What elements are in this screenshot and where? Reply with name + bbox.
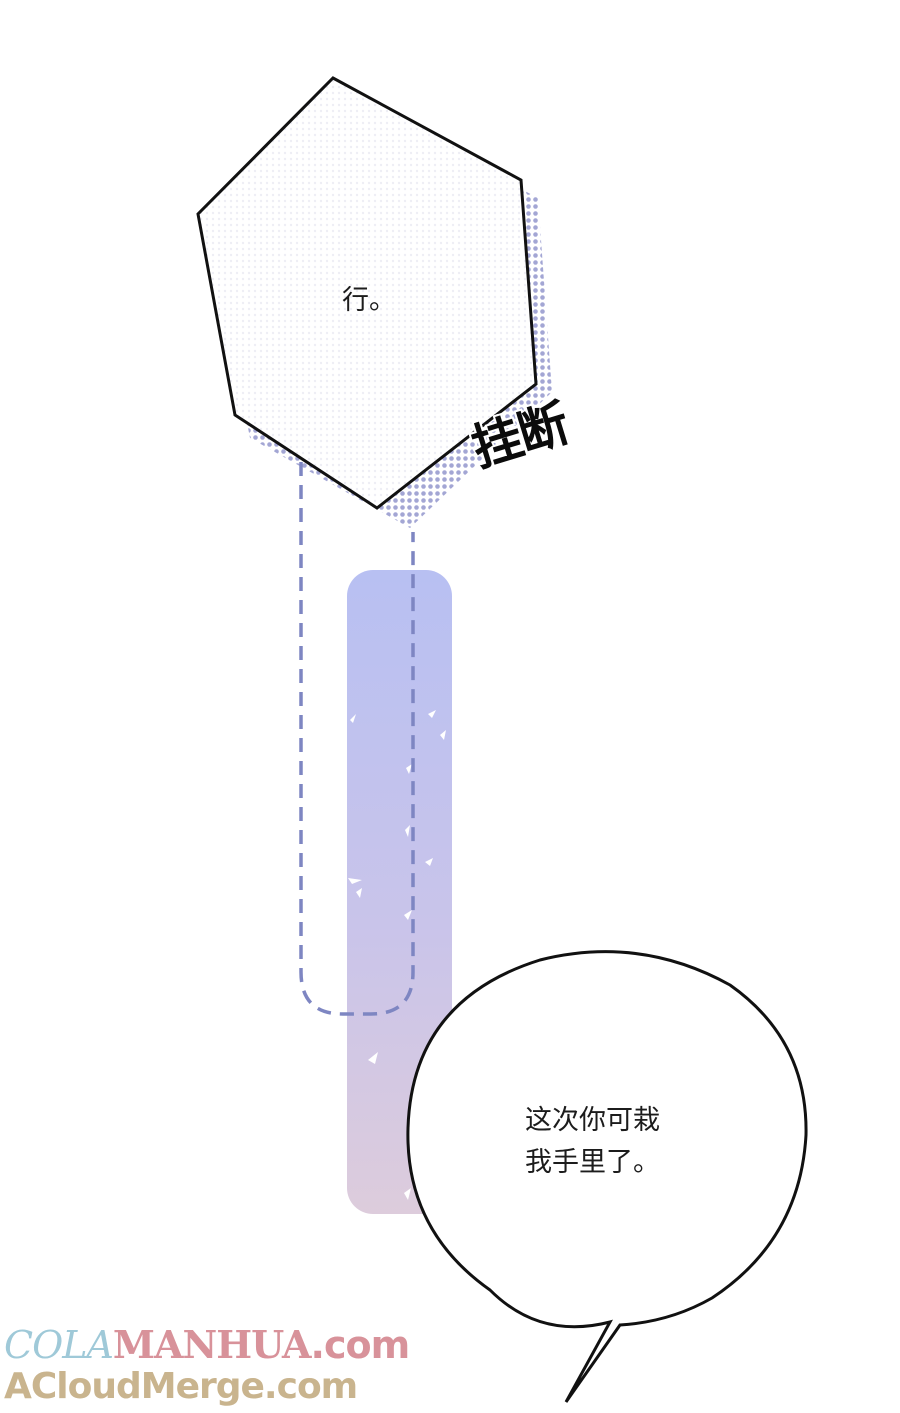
- watermark-dotcom: .com: [310, 1323, 411, 1367]
- hex-speech-bubble: [196, 76, 538, 510]
- watermark-cola: COLA: [4, 1323, 114, 1367]
- watermark-line2: ACloudMerge.com: [4, 1366, 358, 1407]
- watermark-manhua: MANHUA: [112, 1322, 312, 1367]
- watermark-line1: COLAMANHUA.com: [4, 1322, 411, 1367]
- sparkles: [348, 710, 446, 1200]
- round-bubble-text: 这次你可栽 我手里了。: [525, 1105, 660, 1178]
- dashed-cord: [299, 462, 415, 1016]
- round-speech-bubble: [406, 950, 808, 1403]
- hex-bubble-text: 行。: [342, 285, 396, 316]
